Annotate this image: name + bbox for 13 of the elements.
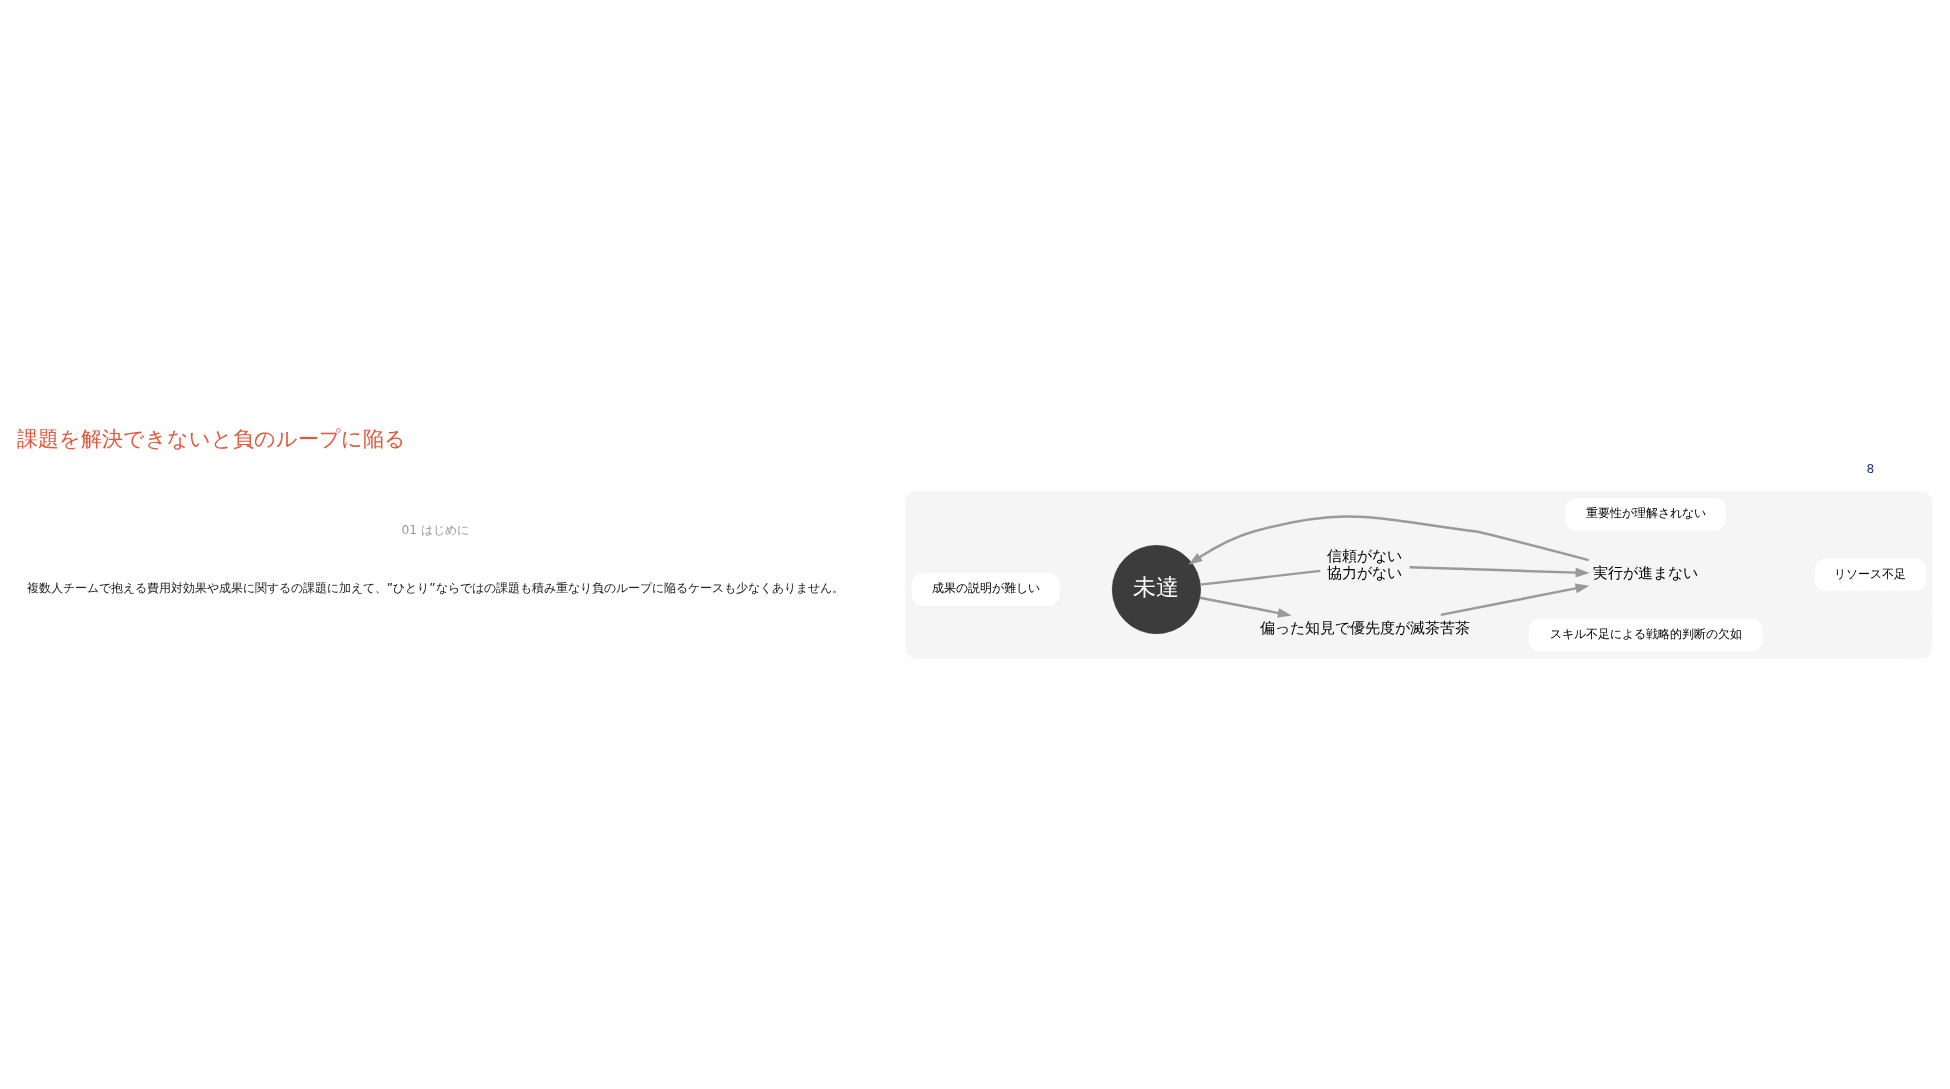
cluster	[905, 490, 1933, 659]
node-text: 偏った知見で優先度が滅茶苦茶	[1259, 619, 1470, 636]
node-text: 実行が進まない	[1593, 564, 1699, 581]
arrow	[1188, 514, 1590, 565]
connector	[1200, 569, 1321, 586]
label: 8	[1866, 461, 1875, 476]
label: 複数人チームで抱える費用対効果や成果に関するの課題に加えて、”ひとり”ならではの課題も積み重なり負のループに陥るケースも少なくありません。	[26, 580, 844, 595]
arrow	[1199, 596, 1292, 618]
label: 01 はじめに	[401, 522, 469, 537]
arrow	[1409, 565, 1590, 577]
arrow	[1440, 583, 1590, 616]
node-text: 信頼がない 協力がない	[1327, 547, 1403, 581]
diagram-title: 課題を解決できないと負のループに陥る	[16, 425, 406, 451]
